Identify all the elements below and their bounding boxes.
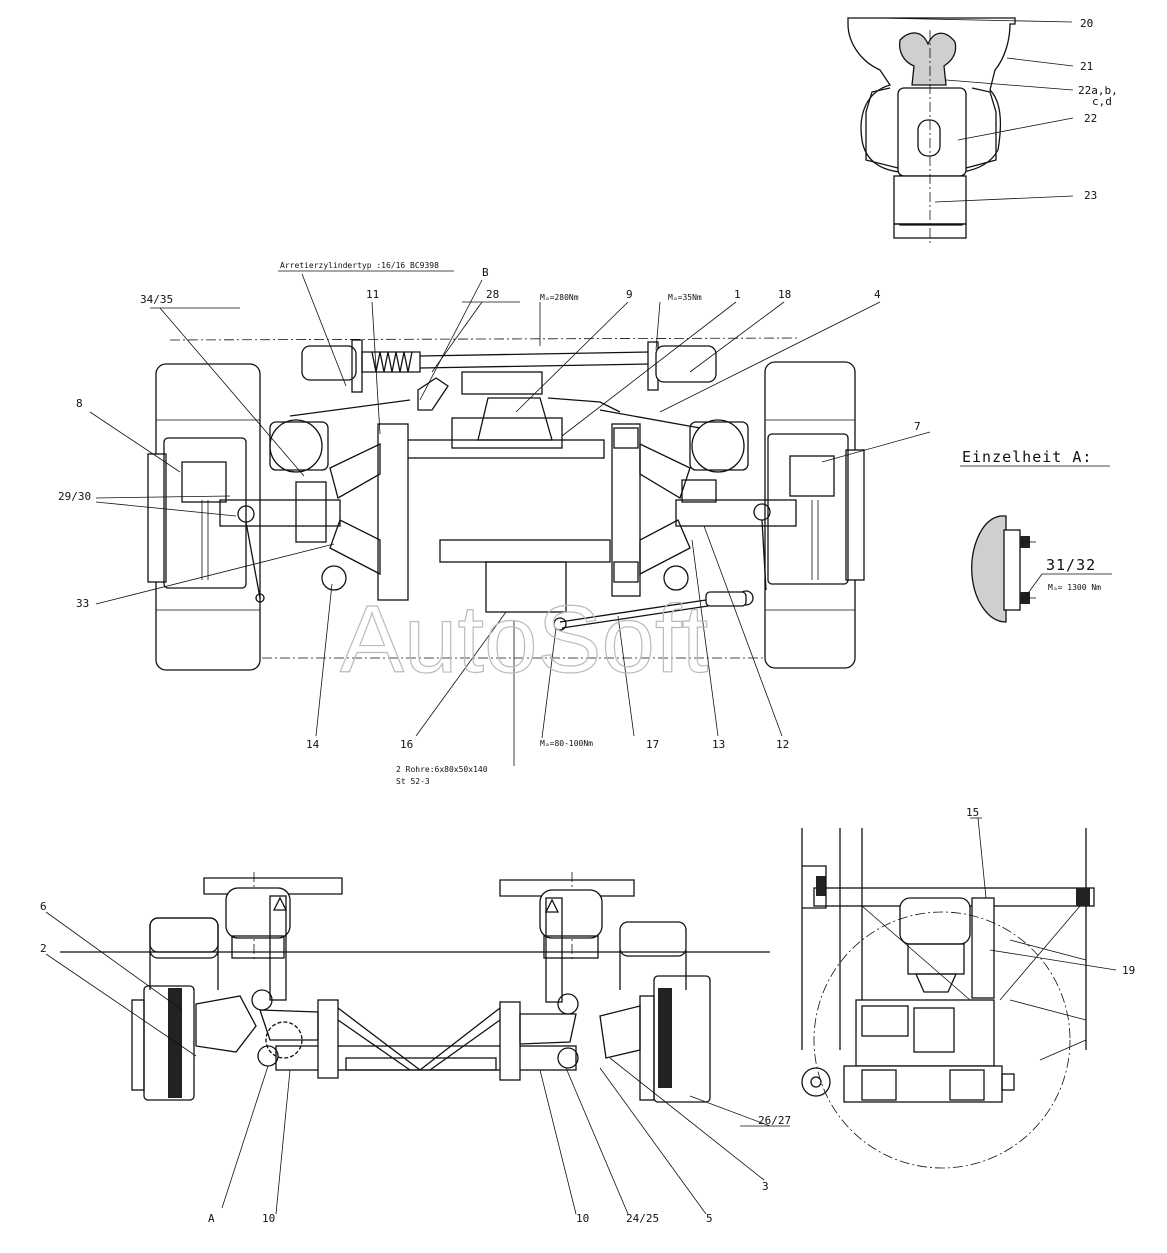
air-spring-section: 20 21 22a,b, c,d 22 23 [847, 17, 1118, 245]
torque-280: Mₐ=280Nm [540, 293, 579, 302]
label-19: 19 [1122, 964, 1135, 977]
watermark: AutoSoft [340, 586, 708, 693]
pipe-note-line2: St 52-3 [396, 777, 430, 786]
label-11: 11 [366, 288, 379, 301]
torque-35: Mₐ=35Nm [668, 293, 702, 302]
detail-a-label: 31/32 [1046, 556, 1096, 574]
label-16: 16 [400, 738, 413, 751]
detail-a-torque: Mₐ= 1300 Nm [1048, 583, 1101, 592]
label-3: 3 [762, 1180, 769, 1193]
label-18: 18 [778, 288, 791, 301]
detail-a-title: Einzelheit A: [962, 448, 1092, 466]
label-22abcd-line2: c,d [1092, 95, 1112, 108]
label-4: 4 [874, 288, 881, 301]
label-29-30: 29/30 [58, 490, 91, 503]
label-10-right: 10 [576, 1212, 589, 1225]
label-20: 20 [1080, 17, 1093, 30]
label-23: 23 [1084, 189, 1097, 202]
label-9: 9 [626, 288, 633, 301]
label-21: 21 [1080, 60, 1093, 73]
label-24-25: 24/25 [626, 1212, 659, 1225]
torque-80-100: Mₐ=80-100Nm [540, 739, 593, 748]
label-22: 22 [1084, 112, 1097, 125]
label-2: 2 [40, 942, 47, 955]
label-B: B [482, 266, 489, 279]
detail-a: Einzelheit A: 31/32 Mₐ= 1300 Nm [960, 448, 1112, 623]
label-6: 6 [40, 900, 47, 913]
label-28: 28 [486, 288, 499, 301]
label-8: 8 [76, 397, 83, 410]
label-5: 5 [706, 1212, 713, 1225]
label-33: 33 [76, 597, 89, 610]
label-A: A [208, 1212, 215, 1225]
axle-side-view: 15 19 [801, 806, 1135, 1169]
axle-top-view: Arretierzylindertyp :16/16 BC9398 34/35 … [58, 261, 931, 786]
cylinder-type-note: Arretierzylindertyp :16/16 BC9398 [280, 261, 439, 270]
label-26-27: 26/27 [758, 1114, 791, 1127]
label-34-35: 34/35 [140, 293, 173, 306]
axle-rear-view: 6 2 A 10 10 24/25 5 3 26/27 [40, 872, 791, 1225]
label-17: 17 [646, 738, 659, 751]
label-15: 15 [966, 806, 979, 819]
label-14: 14 [306, 738, 320, 751]
pipe-note-line1: 2 Rohre:6x80x50x140 [396, 765, 488, 774]
label-7: 7 [914, 420, 921, 433]
label-12: 12 [776, 738, 789, 751]
label-10-left: 10 [262, 1212, 275, 1225]
label-22abcd-line1: 22a,b, [1078, 84, 1118, 97]
label-13: 13 [712, 738, 725, 751]
label-1: 1 [734, 288, 741, 301]
